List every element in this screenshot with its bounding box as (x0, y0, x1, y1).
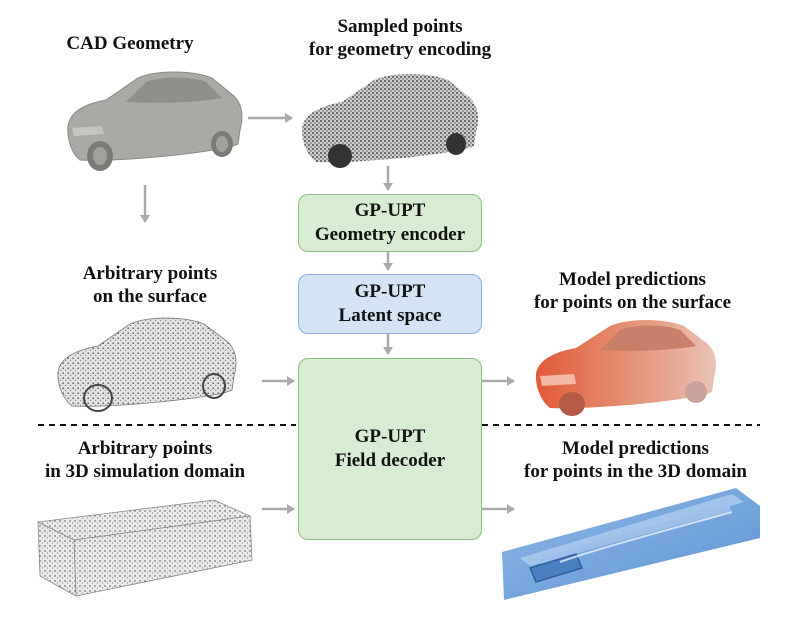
cad-car-image (67, 71, 243, 171)
sampled-points-car-image (301, 74, 478, 168)
arbitrary-domain-line1: Arbitrary points (77, 438, 213, 459)
latent-space-subtitle: Latent space (338, 305, 442, 326)
sampled-points-line1: Sampled points (337, 16, 463, 37)
geometry-encoder-title: GP-UPT (354, 200, 426, 221)
latent-space-title: GP-UPT (354, 281, 426, 302)
geometry-encoder-box: GP-UPT Geometry encoder (298, 194, 482, 252)
cad-geometry-label: CAD Geometry (40, 32, 220, 55)
cad-geometry-text: CAD Geometry (66, 33, 194, 54)
prediction-domain-line1: Model predictions (562, 438, 709, 459)
sampled-points-label: Sampled points for geometry encoding (270, 15, 530, 61)
geometry-encoder-subtitle: Geometry encoder (314, 224, 466, 245)
prediction-surface-car-image (535, 320, 716, 416)
prediction-domain-image (502, 488, 760, 600)
surface-points-car-image (57, 317, 237, 412)
arbitrary-surface-label: Arbitrary points on the surface (40, 262, 260, 308)
field-decoder-subtitle: Field decoder (334, 450, 446, 471)
arbitrary-domain-label: Arbitrary points in 3D simulation domain (20, 437, 270, 483)
sampled-points-line2: for geometry encoding (308, 39, 492, 60)
arbitrary-surface-line1: Arbitrary points (82, 263, 218, 284)
prediction-domain-label: Model predictions for points in the 3D d… (498, 437, 773, 483)
prediction-surface-line1: Model predictions (559, 269, 706, 290)
domain-points-box-image (36, 499, 253, 597)
prediction-surface-label: Model predictions for points on the surf… (505, 268, 760, 314)
field-decoder-title: GP-UPT (354, 426, 426, 447)
arbitrary-surface-line2: on the surface (93, 286, 207, 307)
prediction-surface-line2: for points on the surface (533, 292, 732, 313)
arbitrary-domain-line2: in 3D simulation domain (44, 461, 246, 482)
latent-space-box: GP-UPT Latent space (298, 274, 482, 334)
prediction-domain-line2: for points in the 3D domain (524, 461, 747, 482)
field-decoder-box: GP-UPT Field decoder (298, 358, 482, 540)
